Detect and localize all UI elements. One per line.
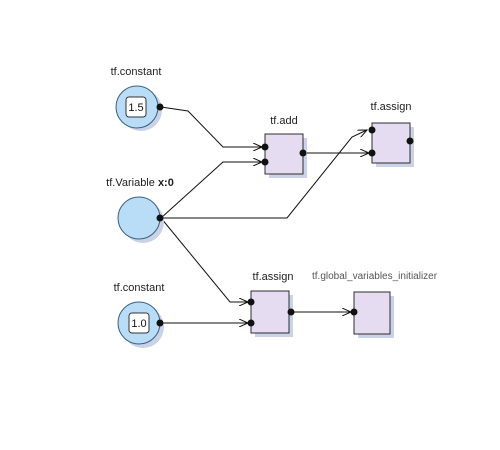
node-const2[interactable]: 1.0 xyxy=(117,301,164,348)
assign-top-label: tf.assign xyxy=(370,101,412,113)
node-const1[interactable]: 1.5 xyxy=(115,85,164,131)
edges xyxy=(160,106,369,323)
initializer-label: tf.global_variables_initializer xyxy=(312,271,438,282)
variable-label-suffix: x:0 xyxy=(157,177,174,189)
variable-label: tf.Variable xyxy=(106,177,155,189)
node-assign-bottom[interactable] xyxy=(247,290,295,337)
const1-label: tf.constant xyxy=(110,66,162,78)
assign-top-input-port-2[interactable] xyxy=(368,149,376,157)
variable-label-group: tf.Variable x:0 xyxy=(106,177,174,189)
edge-const1-to-add[interactable] xyxy=(160,106,262,147)
const1-value: 1.5 xyxy=(128,102,143,114)
add-input-port-1[interactable] xyxy=(261,143,269,151)
edge-variable-to-add[interactable] xyxy=(160,162,262,219)
const1-output-port[interactable] xyxy=(156,103,164,111)
node-add[interactable] xyxy=(261,133,308,178)
assign-bottom-input-port-1[interactable] xyxy=(247,298,255,306)
add-output-port[interactable] xyxy=(299,149,307,157)
assign-top-input-port-1[interactable] xyxy=(368,126,376,134)
initializer-input-port[interactable] xyxy=(350,308,358,316)
add-label: tf.add xyxy=(270,115,298,127)
const2-value: 1.0 xyxy=(131,318,146,330)
assign-bottom-label: tf.assign xyxy=(252,271,294,283)
const2-label: tf.constant xyxy=(113,282,165,294)
edge-variable-to-assign-bottom[interactable] xyxy=(160,217,248,302)
node-initializer[interactable] xyxy=(350,291,395,338)
variable-output-port[interactable] xyxy=(156,214,164,222)
const2-output-port[interactable] xyxy=(156,319,164,327)
assign-bottom-output-port[interactable] xyxy=(287,308,295,316)
assign-bottom-input-port-2[interactable] xyxy=(247,319,255,327)
node-assign-top[interactable] xyxy=(368,122,415,167)
assign-top-output-port[interactable] xyxy=(406,137,414,145)
add-input-port-2[interactable] xyxy=(261,158,269,166)
node-variable[interactable] xyxy=(117,196,164,243)
edge-variable-to-assign-top[interactable] xyxy=(161,130,367,219)
